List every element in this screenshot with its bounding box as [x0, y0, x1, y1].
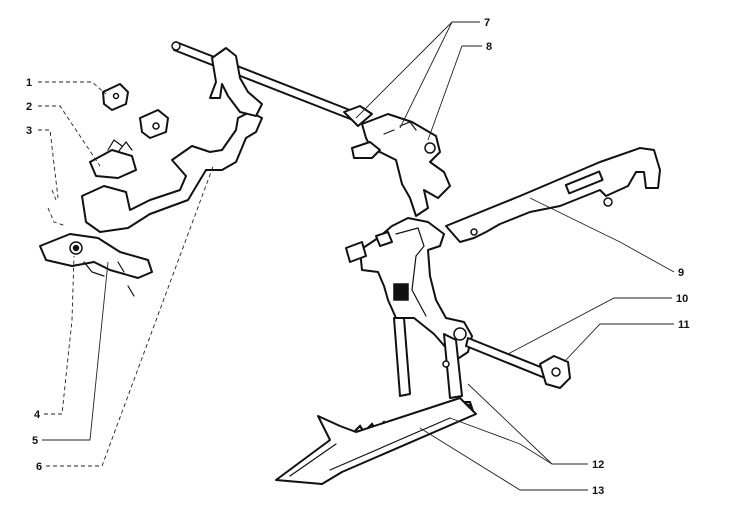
leader-7a — [355, 21, 480, 119]
part-9-bar-body — [445, 147, 661, 243]
spring-hook-right — [442, 360, 450, 368]
leader-lines — [38, 21, 675, 491]
part-7-shaft — [173, 41, 361, 123]
part-9-long-bar — [445, 147, 661, 243]
part-10-shaft — [465, 337, 549, 379]
callout-11: 11 — [678, 319, 690, 331]
part-9-hole — [470, 228, 478, 236]
callout-5: 5 — [32, 435, 38, 447]
frame-tab-small — [375, 231, 393, 247]
pedal-base-edge — [289, 417, 451, 477]
callout-9: 9 — [678, 267, 684, 279]
callout-4: 4 — [34, 409, 41, 421]
frame-inner-edge — [395, 227, 427, 317]
frame-leg-left — [393, 317, 411, 397]
leader-8 — [427, 45, 482, 141]
shaft-end — [171, 41, 181, 51]
callout-13: 13 — [592, 485, 604, 497]
part-8-tab — [351, 141, 381, 159]
leader-7b — [399, 21, 453, 129]
leader-12b — [449, 417, 553, 465]
callout-6: 6 — [36, 461, 42, 473]
part-8-pin — [424, 142, 436, 154]
leader-11 — [563, 323, 674, 363]
part-11-clip-hole — [551, 367, 561, 377]
part-5-bracket — [39, 233, 153, 279]
part-4-foot — [83, 261, 135, 297]
part-9-pin — [603, 197, 613, 207]
callout-8: 8 — [486, 41, 492, 53]
part-1-hole — [112, 92, 120, 100]
part-8-detail — [383, 121, 417, 135]
part-5-bushing-inner — [72, 244, 80, 252]
callout-labels: 1 2 3 4 5 6 7 8 9 10 11 12 13 — [26, 17, 690, 497]
part-8-lever — [361, 113, 451, 217]
callout-12: 12 — [592, 459, 604, 471]
part-9-slot — [564, 170, 604, 195]
part-2-spring-clip — [107, 139, 133, 153]
leader-9 — [529, 197, 675, 273]
leader-4 — [44, 255, 75, 415]
left-subassembly — [39, 83, 263, 297]
frame-upper — [359, 217, 473, 361]
callout-7: 7 — [484, 17, 490, 29]
part-3-link-plate — [81, 111, 263, 233]
leader-1 — [38, 81, 107, 95]
part-block-hole — [152, 122, 160, 130]
callout-2: 2 — [26, 101, 32, 113]
callout-10: 10 — [676, 293, 688, 305]
part-3-dotted-edge — [47, 189, 67, 227]
leader-13 — [419, 427, 588, 491]
leader-12a — [467, 383, 588, 465]
leader-10 — [507, 297, 672, 355]
leader-5 — [42, 261, 109, 441]
callout-3: 3 — [26, 125, 32, 137]
leader-3 — [38, 129, 59, 199]
frame-pivot — [453, 327, 467, 341]
frame-tab-left — [345, 241, 367, 263]
leader-6 — [46, 163, 215, 467]
part-2-clip — [89, 149, 137, 179]
pedal-base — [275, 397, 477, 485]
callout-1: 1 — [26, 77, 32, 89]
frame-leg-right — [443, 333, 463, 399]
part-hook-lever-left — [209, 47, 263, 117]
central-frame-assembly — [275, 217, 571, 485]
upper-shaft-assembly — [171, 41, 451, 217]
leader-2 — [38, 105, 101, 167]
frame-window — [393, 283, 409, 301]
